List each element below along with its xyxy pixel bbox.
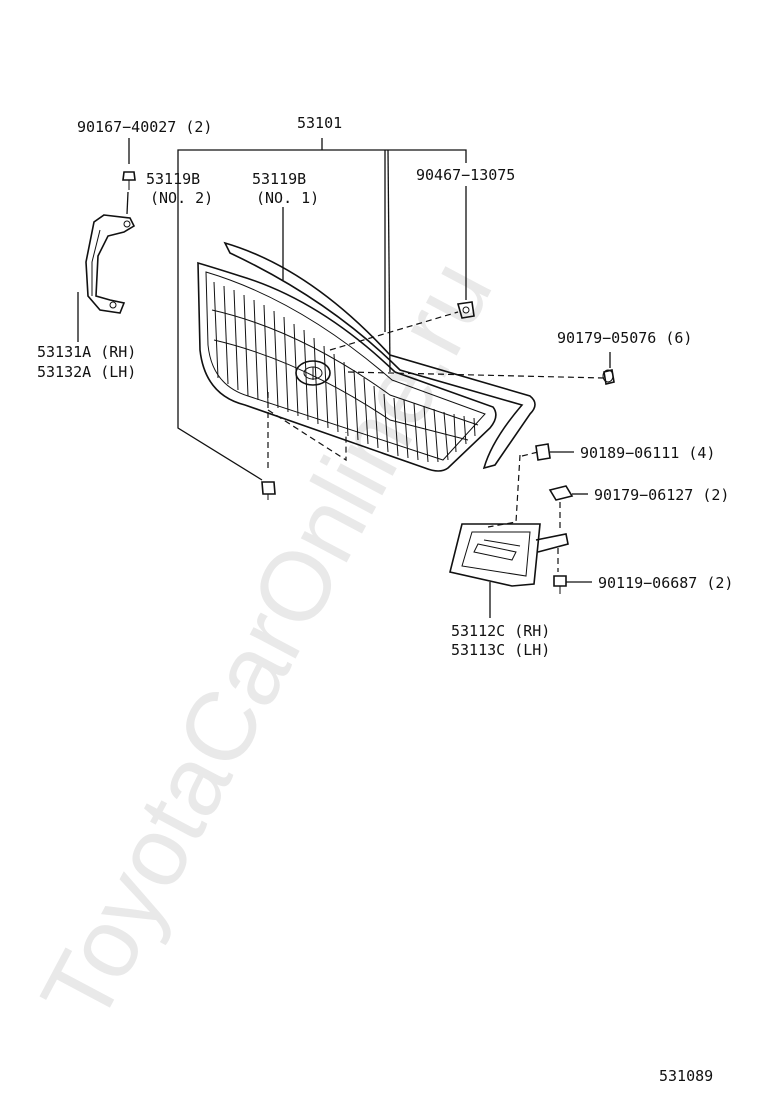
fog-light-cover [449, 523, 569, 587]
screw-icon [553, 575, 567, 594]
label-screw-top: 90167−40027 (2) [77, 118, 212, 136]
label-emblem-no1-part: 53119B [252, 170, 306, 188]
screw-icon [122, 171, 136, 190]
screw-icon [261, 481, 276, 500]
label-emblem-no2-note: (NO. 2) [150, 189, 213, 207]
label-screw-bottom: 90119−06687 (2) [598, 574, 733, 592]
label-bracket-lh: 53132A (LH) [37, 363, 136, 381]
label-emblem-no2-part: 53119B [146, 170, 200, 188]
clip-icon [535, 443, 551, 461]
nut-icon [602, 369, 615, 385]
label-fog-cover-rh: 53112C (RH) [451, 622, 550, 640]
bracket-part [85, 214, 136, 314]
label-fog-cover-lh: 53113C (LH) [451, 641, 550, 659]
label-clip-mid: 90189−06111 (4) [580, 444, 715, 462]
clip-nut-icon [548, 485, 574, 501]
label-grille-assy: 53101 [297, 114, 342, 132]
toyota-emblem-icon [295, 360, 331, 386]
label-bracket-rh: 53131A (RH) [37, 343, 136, 361]
radiator-grille [197, 241, 536, 472]
clip-icon [456, 301, 475, 319]
label-clip-top: 90467−13075 [416, 166, 515, 184]
label-clip-nut: 90179−06127 (2) [594, 486, 729, 504]
label-nut-right: 90179−05076 (6) [557, 329, 692, 347]
diagram-id: 531089 [659, 1067, 713, 1085]
label-emblem-no1-note: (NO. 1) [256, 189, 319, 207]
